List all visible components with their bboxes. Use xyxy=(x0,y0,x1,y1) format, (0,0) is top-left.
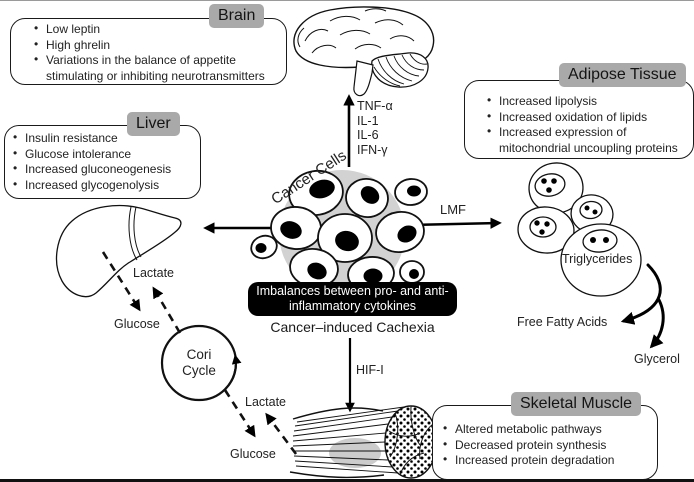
cytokine-label: IL-1 xyxy=(357,113,379,128)
cori-cycle-label: Cori Cycle xyxy=(182,347,216,378)
imbalance-callout: Imbalances between pro- and anti- inflam… xyxy=(248,282,457,316)
cori-cycle-circle xyxy=(160,324,242,402)
adipose-effects-list: Increased lipolysis Increased oxidation … xyxy=(486,93,689,156)
list-item: Variations in the balance of appetite st… xyxy=(33,52,281,84)
list-item: Increased glycogenolysis xyxy=(12,177,196,194)
cori-dashed-arrows xyxy=(101,251,298,455)
list-item: Increased gluconeogenesis xyxy=(12,161,196,178)
lactate-muscle-label: Lactate xyxy=(245,395,287,409)
glucose-muscle-label: Glucose xyxy=(230,447,276,461)
brain-effects-list: Low leptin High ghrelin Variations in th… xyxy=(33,21,281,84)
adipose-effects-box: Increased lipolysis Increased oxidation … xyxy=(464,80,694,159)
list-item: Glucose intolerance xyxy=(12,146,196,163)
arrow-cori-to-muscle-glucose xyxy=(223,389,256,438)
imbalance-line: Imbalances between pro- and anti- xyxy=(256,284,449,298)
list-item: Increased protein degradation xyxy=(442,452,653,469)
arrow-to-free-fatty-acids xyxy=(620,263,662,325)
glucose-liver-label: Glucose xyxy=(114,317,160,331)
cytokine-label: TNF-α xyxy=(357,99,393,113)
list-item: Insulin resistance xyxy=(12,130,196,147)
brain-effects-box: Low leptin High ghrelin Variations in th… xyxy=(10,18,287,85)
list-item: Increased oxidation of lipids xyxy=(486,109,689,126)
skeletal-muscle-tab: Skeletal Muscle xyxy=(511,392,642,416)
cytokine-list: TNF-α IL-1 IL-6 IFN-γ xyxy=(357,99,393,157)
muscle-illustration xyxy=(289,405,438,479)
list-item: Increased expression of mitochondrial un… xyxy=(486,124,689,156)
liver-illustration xyxy=(55,204,182,298)
list-item: Increased lipolysis xyxy=(486,93,689,110)
cytokine-label: IL-6 xyxy=(357,128,379,143)
arrow-to-glycerol xyxy=(649,298,665,349)
brain-tab: Brain xyxy=(209,4,265,28)
cytokine-label: IFN-γ xyxy=(357,142,388,157)
adipose-cells-illustration xyxy=(517,162,642,297)
list-item: High ghrelin xyxy=(33,37,281,54)
muscle-effects-box: Altered metabolic pathways Decreased pro… xyxy=(432,405,658,479)
free-fatty-acids-label: Free Fatty Acids xyxy=(517,315,608,329)
lmf-label: LMF xyxy=(440,202,466,217)
brain-illustration xyxy=(293,6,435,97)
glycerol-label: Glycerol xyxy=(634,352,680,366)
list-item: Decreased protein synthesis xyxy=(442,437,653,454)
arrow-cori-to-liver-lactate xyxy=(152,286,182,334)
liver-tab: Liver xyxy=(127,112,180,136)
liver-effects-list: Insulin resistance Glucose intolerance I… xyxy=(12,130,196,194)
muscle-effects-list: Altered metabolic pathways Decreased pro… xyxy=(442,421,653,469)
adipose-tissue-tab: Adipose Tissue xyxy=(559,63,686,87)
triglycerides-label: Triglycerides xyxy=(562,252,633,266)
list-item: Low leptin xyxy=(33,21,281,38)
liver-effects-box: Insulin resistance Glucose intolerance I… xyxy=(4,125,201,199)
cachexia-title: Cancer–induced Cachexia xyxy=(270,319,435,335)
imbalance-line: inflammatory cytokines xyxy=(288,299,417,313)
arrow-lmf xyxy=(409,217,502,229)
arrow-liver-to-glucose xyxy=(101,251,141,312)
cancer-cells-illustration xyxy=(250,169,428,296)
list-item: Altered metabolic pathways xyxy=(442,421,653,438)
triglyceride-arrows xyxy=(620,263,665,349)
lactate-liver-label: Lactate xyxy=(133,266,175,280)
hif-label: HIF-I xyxy=(356,363,384,377)
